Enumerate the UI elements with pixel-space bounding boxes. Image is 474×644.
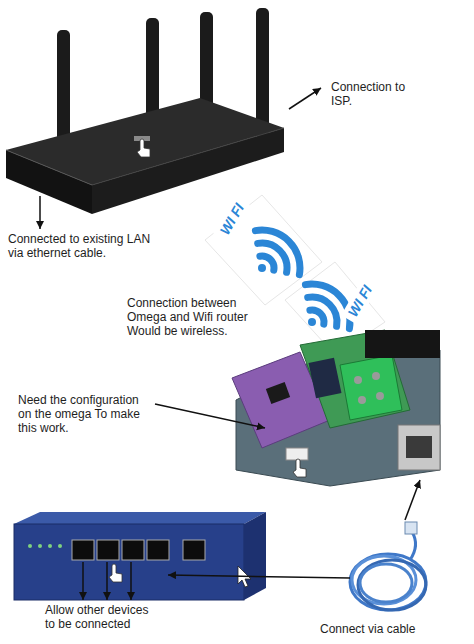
wifi-router	[256, 8, 269, 138]
omega-board	[376, 392, 384, 400]
leader-arrow	[130, 562, 132, 600]
callout-text: Need the configuration on the omega To m…	[18, 393, 153, 435]
omega-board	[406, 436, 432, 458]
leader-arrow	[405, 480, 420, 520]
wifi-symbol	[308, 297, 337, 326]
wifi-router	[200, 12, 213, 112]
callout-text: Connection to ISP.	[331, 80, 421, 108]
leader-arrow	[82, 562, 84, 600]
wifi-router	[6, 150, 92, 214]
wifi-router	[137, 139, 150, 157]
leader-arrow	[106, 562, 108, 600]
wifi-symbol	[258, 264, 266, 272]
omega-board	[365, 330, 440, 358]
callout-text: Allow other devices to be connected	[45, 603, 160, 631]
wifi-symbol	[305, 284, 350, 329]
wifi-router	[6, 8, 284, 214]
network-switch	[122, 540, 144, 560]
leader-arrow	[155, 404, 265, 428]
wifi-text: WI FI	[341, 278, 378, 325]
wifi-router	[92, 128, 284, 185]
leader-arrow	[40, 88, 420, 600]
network-switch	[109, 564, 122, 582]
callout-text: Connected to existing LAN via ethernet c…	[8, 232, 158, 260]
leader-arrow	[289, 88, 321, 109]
omega-board	[358, 396, 366, 404]
leader-arrow	[168, 575, 350, 578]
wifi-symbol	[308, 318, 316, 326]
omega-board	[309, 358, 342, 399]
omega-board	[398, 425, 440, 470]
ethernet-cable	[405, 522, 417, 534]
ethernet-cable	[350, 522, 426, 610]
omega-board	[266, 382, 290, 404]
omega-board	[232, 330, 440, 486]
ethernet-cable	[360, 564, 412, 602]
network-switch	[147, 540, 169, 560]
network-switch	[14, 524, 244, 600]
wifi-router	[6, 150, 92, 185]
network-switch	[58, 544, 62, 548]
ethernet-cable	[410, 532, 416, 560]
network-switch	[244, 512, 266, 600]
network-switch	[97, 540, 119, 560]
network-switch	[14, 512, 266, 600]
omega-board	[340, 355, 402, 420]
network-switch	[183, 540, 205, 560]
network-switch	[38, 544, 42, 548]
callout-text: Connect via cable	[320, 622, 450, 636]
callout-text: Connection between Omega and Wifi router…	[127, 296, 262, 338]
ethernet-cable	[358, 560, 426, 610]
omega-board	[354, 376, 362, 384]
wifi-symbol	[255, 230, 300, 275]
leader-arrow	[39, 196, 41, 229]
wifi-symbol	[258, 243, 287, 272]
omega-board	[372, 372, 380, 380]
omega-board	[286, 448, 308, 460]
network-switch	[48, 544, 52, 548]
ethernet-cable	[350, 554, 426, 610]
network-switch	[72, 540, 94, 560]
omega-board	[293, 459, 306, 477]
network-switch	[14, 512, 266, 524]
wifi-text: WI FI	[213, 196, 250, 243]
wifi-router	[146, 18, 159, 118]
network-switch	[28, 544, 32, 548]
